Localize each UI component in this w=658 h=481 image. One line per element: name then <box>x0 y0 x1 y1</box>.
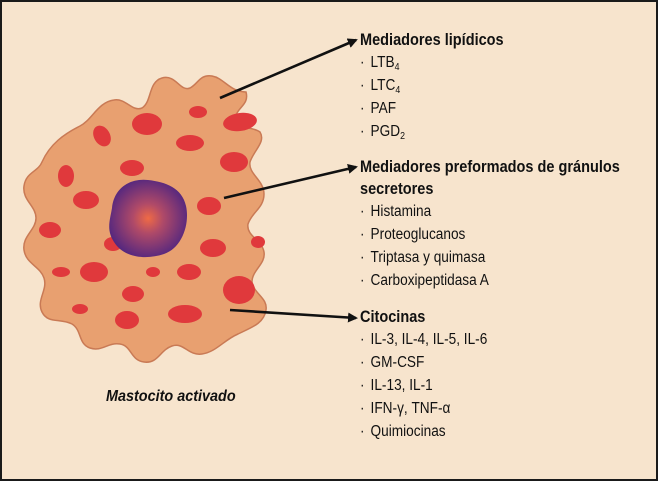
list-item: ·Proteoglucanos <box>360 226 466 243</box>
lipid-mediators-list: ·LTB4 ·LTC4 ·PAF ·PGD2 <box>360 51 523 143</box>
granule <box>120 160 144 176</box>
cytokines-group: Citocinas ·IL-3, IL-4, IL-5, IL-6 ·GM-CS… <box>360 306 505 443</box>
preformed-mediators-group: Mediadores preformados de gránulos secre… <box>360 156 655 292</box>
group-title: Citocinas <box>360 308 426 326</box>
arrow-preformed <box>223 163 358 200</box>
arrow-lipid <box>219 38 358 100</box>
granule <box>168 305 202 323</box>
list-item: ·LTC4 <box>360 77 401 96</box>
group-title-line2: secretores <box>360 180 434 198</box>
group-title: Mediadores lipídicos <box>360 31 504 49</box>
list-item: ·Triptasa y quimasa <box>360 249 486 266</box>
granule <box>73 191 99 209</box>
granule <box>177 264 201 280</box>
granule <box>93 125 111 147</box>
arrows <box>219 38 358 323</box>
nucleus <box>109 179 188 258</box>
granule <box>200 239 226 257</box>
list-item: ·Quimiocinas <box>360 423 446 440</box>
granule <box>72 304 88 314</box>
granule <box>115 311 139 329</box>
list-item: ·Histamina <box>360 203 432 220</box>
arrow-cytokines <box>229 308 358 323</box>
list-item: ·IL-13, IL-1 <box>360 377 433 394</box>
granule <box>39 222 61 238</box>
cell-label: Mastocito activado <box>106 388 236 405</box>
granule <box>251 236 265 248</box>
granule <box>189 106 207 118</box>
granule <box>146 267 160 277</box>
list-item: ·IL-3, IL-4, IL-5, IL-6 <box>360 331 488 348</box>
granule <box>132 113 162 135</box>
granule <box>58 165 74 187</box>
preformed-mediators-list: ·Histamina ·Proteoglucanos ·Triptasa y q… <box>360 200 655 292</box>
granule <box>176 135 204 151</box>
granule <box>223 276 255 304</box>
granule <box>52 267 70 277</box>
list-item: ·LTB4 <box>360 54 400 73</box>
granules <box>39 106 265 329</box>
granule <box>122 286 144 302</box>
granule <box>220 152 248 172</box>
list-item: ·GM-CSF <box>360 354 425 371</box>
granule <box>197 197 221 215</box>
group-title-line1: Mediadores preformados de gránulos <box>360 158 620 176</box>
list-item: ·IFN-γ, TNF-α <box>360 400 451 417</box>
lipid-mediators-group: Mediadores lipídicos ·LTB4 ·LTC4 ·PAF ·P… <box>360 29 523 143</box>
granule <box>223 112 257 132</box>
granule <box>80 262 108 282</box>
cytokines-list: ·IL-3, IL-4, IL-5, IL-6 ·GM-CSF ·IL-13, … <box>360 328 505 443</box>
list-item: ·PAF <box>360 100 397 117</box>
list-item: ·Carboxipeptidasa A <box>360 272 489 289</box>
list-item: ·PGD2 <box>360 123 406 142</box>
